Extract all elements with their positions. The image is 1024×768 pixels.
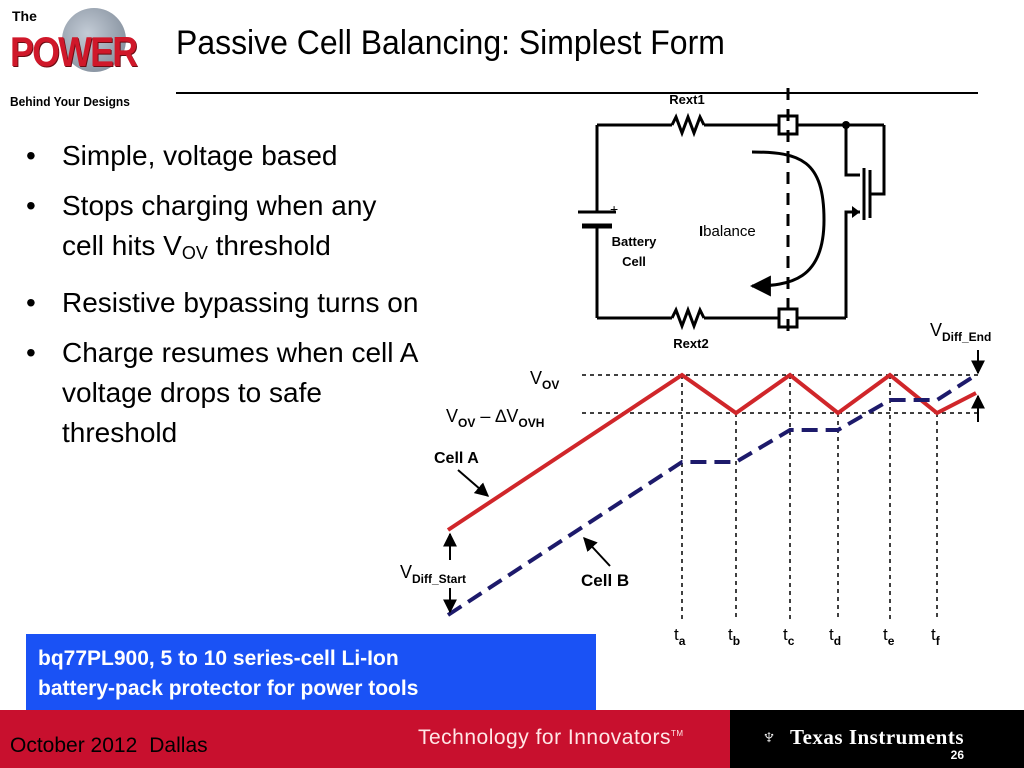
footer-bar: October 2012 Dallas 26 Technology for Inn… xyxy=(0,710,1024,768)
bullet-item: •Simple, voltage based xyxy=(26,140,338,171)
label-plus: + xyxy=(610,201,618,217)
resistor-rext2 xyxy=(670,305,706,331)
label-vov-minus-dvovh: VOV – ∆VOVH xyxy=(446,406,544,430)
ibalance-arrow-icon xyxy=(749,150,826,297)
cell-a-trace xyxy=(446,372,977,532)
bullet-item: •Stops charging when any cell hits VOV t… xyxy=(26,190,377,263)
junction-dot xyxy=(842,121,850,129)
logo-the: The xyxy=(12,8,37,24)
label-tc: tc xyxy=(783,625,795,648)
label-tb: tb xyxy=(728,625,740,648)
timing-chart xyxy=(443,350,985,620)
cell-b-trace xyxy=(446,373,978,617)
bullet-item: •Resistive bypassing turns on xyxy=(26,287,419,318)
ti-logo-icon: ♆ xyxy=(760,724,778,749)
slide-title: Passive Cell Balancing: Simplest Form xyxy=(176,24,725,62)
label-rext1: Rext1 xyxy=(669,92,704,107)
balancing-diagram: Rext1 Rext2 + Battery Cell Ibalance VOV … xyxy=(400,88,991,648)
footer-date: October 2012 Dallas xyxy=(10,734,208,758)
circuit xyxy=(578,112,886,331)
label-cell-a: Cell A xyxy=(434,450,479,467)
globe-icon xyxy=(62,8,126,72)
footer-tagline: Technology for InnovatorsTM xyxy=(418,726,684,749)
ti-brand-block: ♆ Texas Instruments 26 xyxy=(730,710,1024,768)
cell-a-pointer xyxy=(457,469,490,497)
callout-line-2: battery-pack protector for power tools xyxy=(38,677,419,700)
footer-month: October 2012 xyxy=(10,734,138,757)
label-tf: tf xyxy=(931,625,941,648)
label-te: te xyxy=(883,625,895,648)
power-logo: The POWER Behind Your Designs xyxy=(6,6,154,114)
mosfet-arrow-icon xyxy=(852,206,860,218)
title-divider xyxy=(176,92,978,94)
page-number: 26 xyxy=(950,748,964,762)
logo-tagline: Behind Your Designs xyxy=(10,94,130,109)
product-callout: bq77PL900, 5 to 10 series-cell Li-Ion ba… xyxy=(26,634,596,710)
resistor-rext1 xyxy=(670,112,706,138)
logo-power: POWER xyxy=(10,28,138,75)
label-ta: ta xyxy=(674,625,686,648)
ti-name: Texas Instruments xyxy=(790,725,964,749)
bullet-list: •Simple, voltage based •Stops charging w… xyxy=(22,136,422,463)
label-vov: VOV xyxy=(530,368,559,392)
label-battery: Battery xyxy=(612,234,658,249)
footer-city: Dallas xyxy=(149,734,208,757)
label-rext2: Rext2 xyxy=(673,336,708,351)
label-vdiff-end: VDiff_End xyxy=(930,320,991,344)
label-td: td xyxy=(829,625,841,648)
bullet-item: •Charge resumes when cell A voltage drop… xyxy=(26,337,417,448)
cell-b-pointer xyxy=(583,536,611,567)
label-cell-b: Cell B xyxy=(581,571,629,590)
label-ibalance: Ibalance xyxy=(699,223,756,240)
label-cell: Cell xyxy=(622,254,646,269)
label-vdiff-start: VDiff_Start xyxy=(400,562,466,586)
callout-line-1: bq77PL900, 5 to 10 series-cell Li-Ion xyxy=(38,647,399,670)
